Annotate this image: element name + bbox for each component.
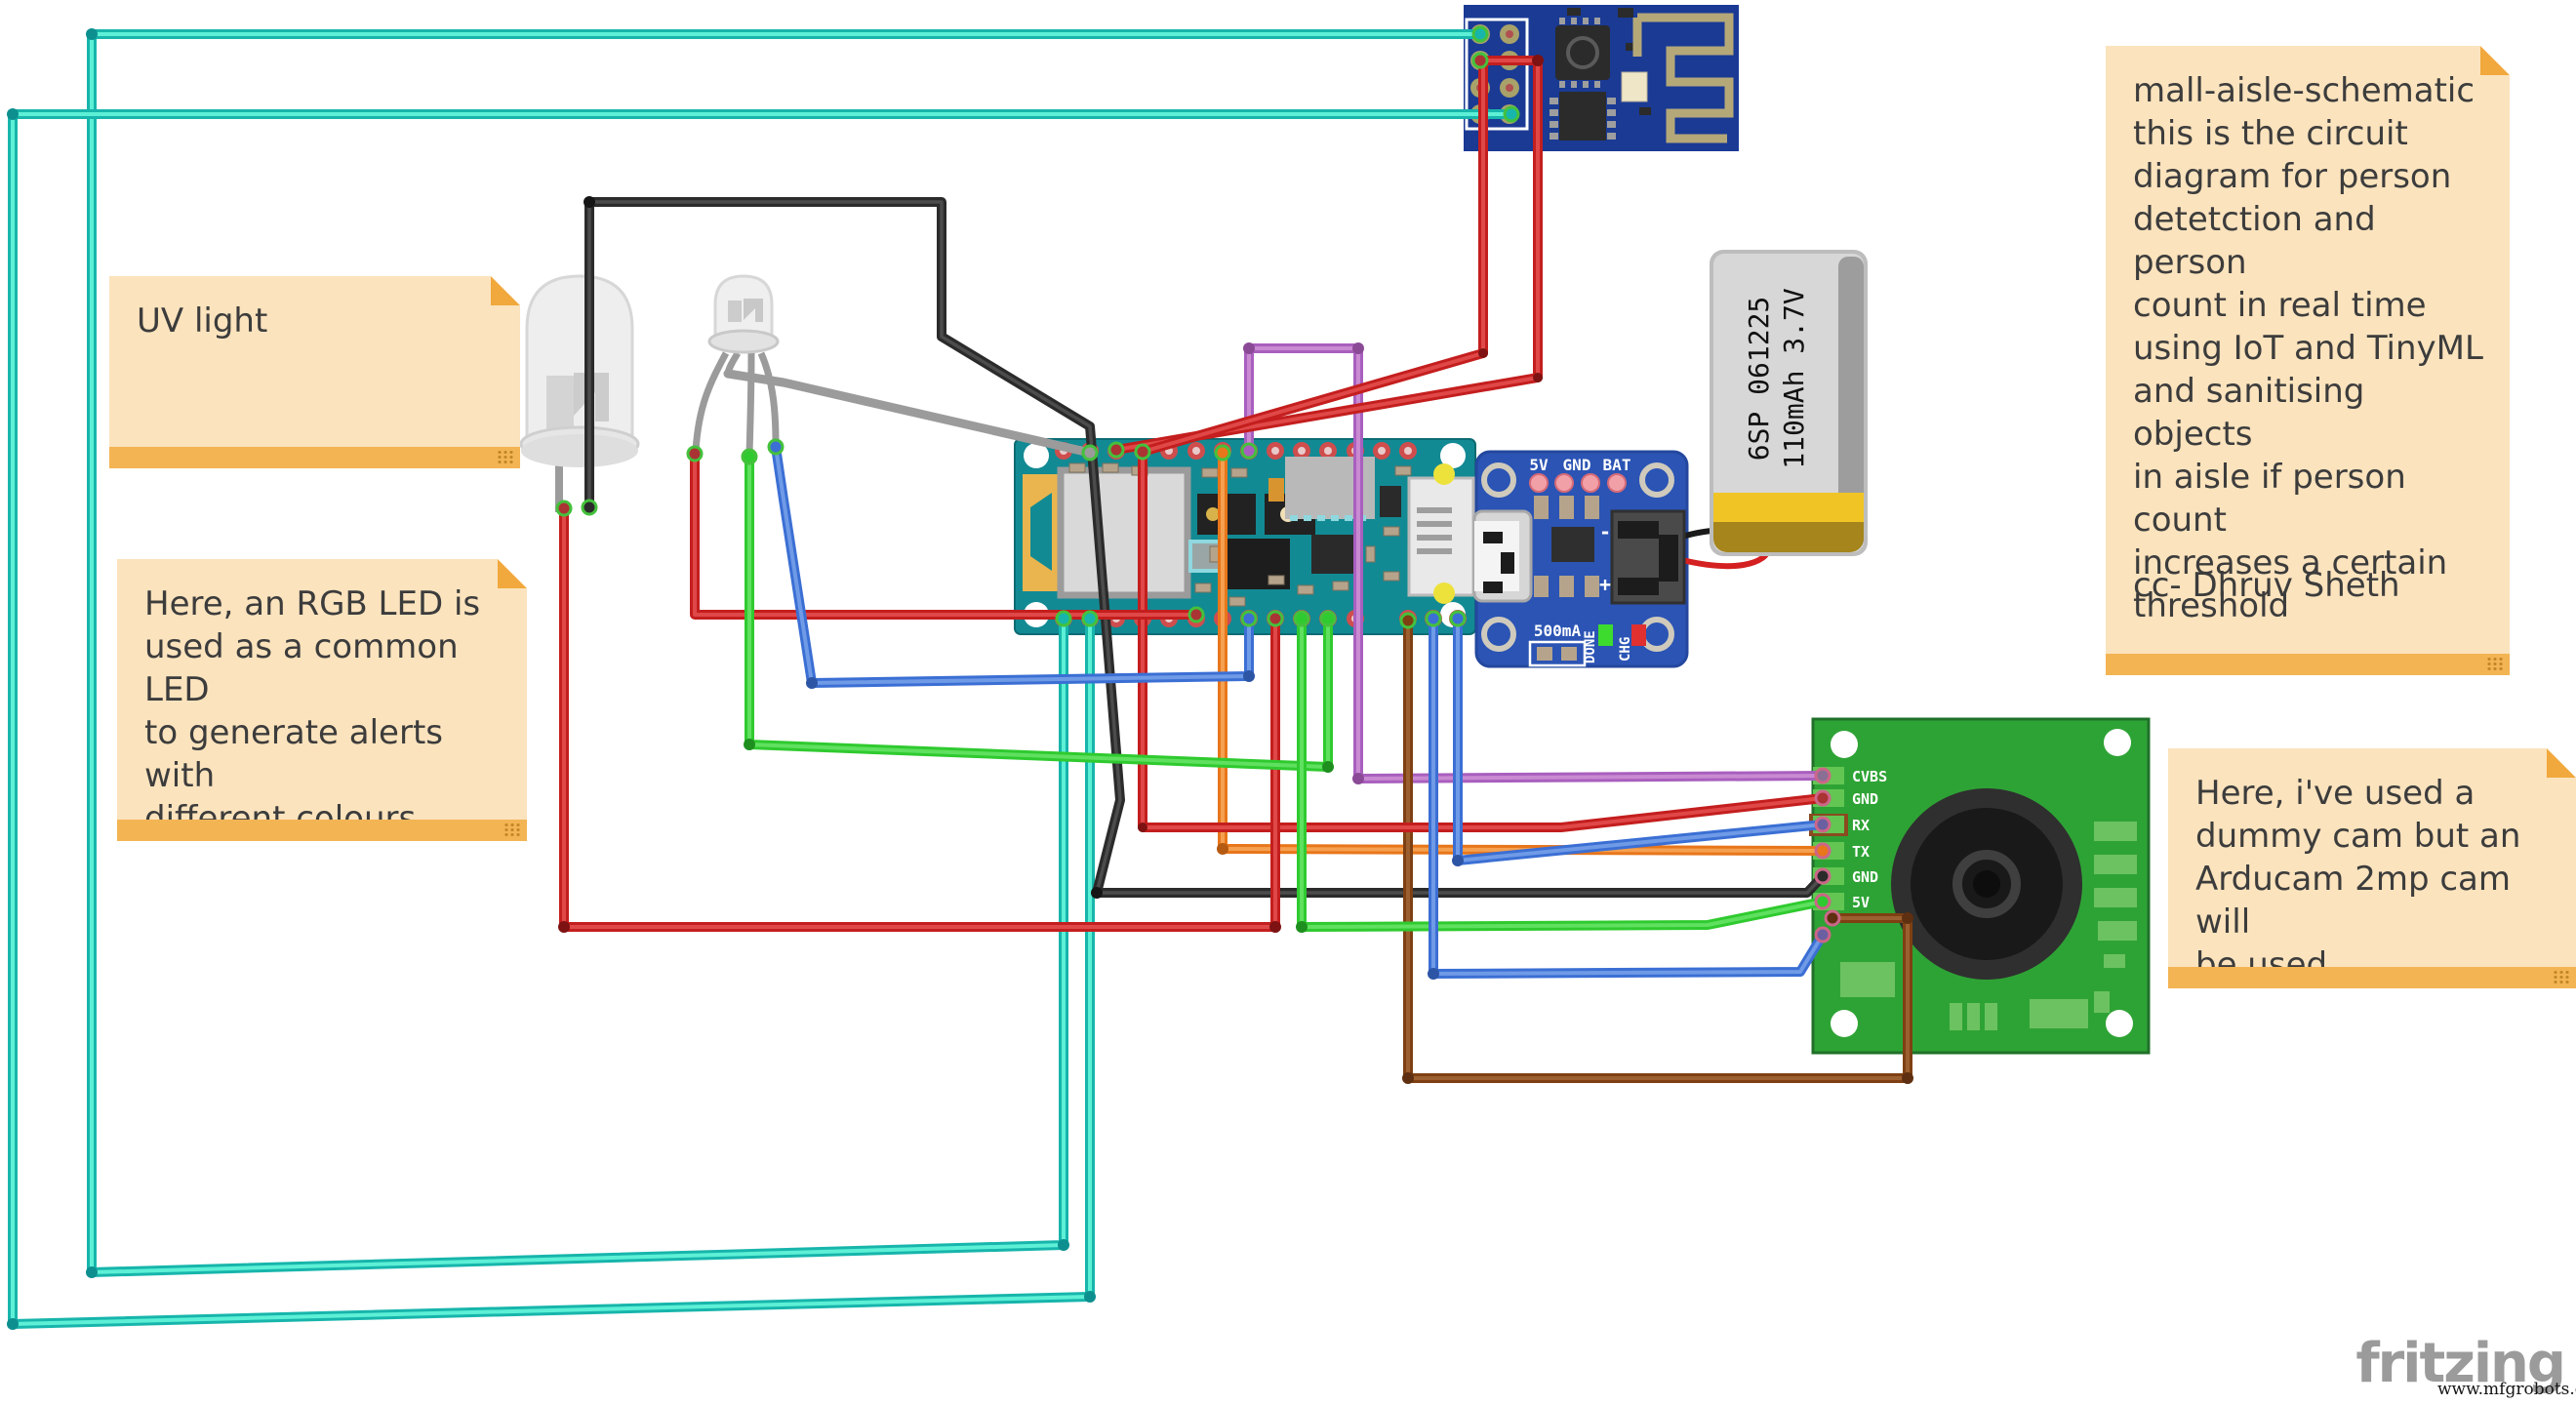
charger-ic xyxy=(1551,527,1594,562)
wire-red-uv[interactable] xyxy=(559,503,1280,932)
charger-current-label: 500mA xyxy=(1534,622,1582,640)
uv-led-anvil xyxy=(546,376,574,432)
charger-label-5v: 5V xyxy=(1529,456,1549,474)
uv-led-bulb xyxy=(525,274,634,443)
charger-label-bat: BAT xyxy=(1603,456,1631,474)
jst-detail xyxy=(1618,521,1678,595)
note-bar[interactable] xyxy=(117,820,527,841)
arduino-nano33-ble[interactable] xyxy=(1014,438,1476,635)
note-rgb-text: Here, an RGB LED is used as a common LED… xyxy=(144,584,481,838)
wire-joints xyxy=(7,28,1913,1330)
charger-holes xyxy=(1481,462,1674,652)
lens-aperture xyxy=(1973,870,2000,898)
wire-green-camera-5v[interactable] xyxy=(1297,614,1828,932)
note-resize-grip[interactable] xyxy=(497,450,514,464)
uv-led-flange2 xyxy=(521,434,638,467)
note-bar[interactable] xyxy=(109,447,520,468)
charger-jumper xyxy=(1528,640,1587,667)
esp8266-flash-chip xyxy=(1559,92,1606,140)
note-bar[interactable] xyxy=(2106,654,2510,675)
uv-led-post xyxy=(574,373,609,422)
camera-pin-gnd1: GND xyxy=(1852,790,1878,808)
ic-6 xyxy=(1380,486,1401,517)
note-camera[interactable]: Here, i've used a dummy cam but an Arduc… xyxy=(2168,748,2576,988)
charger-chg-label: CHG xyxy=(1618,637,1633,662)
note-uv-text: UV light xyxy=(137,301,268,341)
camera-pin-tx: TX xyxy=(1852,843,1870,861)
wire-endcaps xyxy=(555,25,1520,629)
rgb-led[interactable] xyxy=(692,274,780,455)
jst-plus: + xyxy=(1599,573,1611,596)
camera-pin-5v: 5V xyxy=(1852,894,1870,911)
camera-smd-pads xyxy=(1840,822,2137,1030)
wire-gray-common[interactable] xyxy=(723,369,1095,458)
wire-blue-camera-low[interactable] xyxy=(1429,614,1828,979)
battery-side xyxy=(1838,257,1864,549)
edge-connector-arrow xyxy=(1030,493,1052,571)
wire-red-esp-1[interactable] xyxy=(1111,56,1543,455)
camera-pin-rx: RX xyxy=(1852,817,1870,834)
battery-bottom xyxy=(1713,522,1864,552)
usb-detail xyxy=(1417,507,1452,554)
esp8266-module[interactable] xyxy=(1464,5,1739,151)
chg-led xyxy=(1631,624,1646,646)
rf-shield xyxy=(1057,466,1191,599)
capacitor xyxy=(1268,478,1284,502)
jst-minus: - xyxy=(1599,520,1611,543)
watermark-text: www.mfgrobots.com xyxy=(2437,1380,2576,1399)
camera-endcaps xyxy=(1814,767,1841,943)
lipo-battery[interactable]: 6SP 061225 110mAh 3.7V xyxy=(1710,250,1868,556)
charger-done-label: DONE xyxy=(1583,630,1598,663)
camera-pin-cvbs: CVBS xyxy=(1852,768,1887,785)
wire-green-rgb[interactable] xyxy=(745,452,1333,772)
flash-pins xyxy=(1550,98,1616,140)
camera-module[interactable]: CVBS GND RX TX GND 5V xyxy=(1809,717,2151,1055)
battery-text-line2: 110mAh 3.7V xyxy=(1778,288,1810,469)
camera-pin-gnd2: GND xyxy=(1852,868,1878,886)
charger-passives xyxy=(1534,496,1599,597)
battery-text-line1: 6SP 061225 xyxy=(1743,297,1775,462)
esp8266-header-outline xyxy=(1465,18,1529,131)
wire-red-camera-gnd[interactable] xyxy=(1138,447,1828,832)
charger-label-gnd: GND xyxy=(1563,456,1591,474)
rgb-led-flange xyxy=(707,329,780,354)
note-resize-grip[interactable] xyxy=(2553,970,2570,984)
note-cam-text: Here, i've used a dummy cam but an Arduc… xyxy=(2195,774,2521,984)
chip-swirl xyxy=(1566,36,1599,69)
builtin-led xyxy=(1433,582,1455,604)
charger-pins xyxy=(1529,473,1627,493)
uv-led[interactable] xyxy=(519,274,640,512)
fritzing-logo: fritzing xyxy=(2355,1332,2566,1395)
power-led xyxy=(1433,463,1455,485)
esp8266-small-parts xyxy=(1567,8,1651,115)
ic-5 xyxy=(1311,535,1354,574)
done-led xyxy=(1598,624,1613,646)
chip-pins xyxy=(1559,18,1600,88)
battery-body xyxy=(1713,254,1864,552)
note-schematic-credit: cc- Dhruv Sheth xyxy=(2133,566,2400,605)
note-rgb-led[interactable]: Here, an RGB LED is used as a common LED… xyxy=(117,559,527,841)
note-bar[interactable] xyxy=(2168,967,2576,988)
battery-gold-band xyxy=(1713,493,1864,522)
esp8266-crystal xyxy=(1621,71,1648,102)
wire-red-rgb[interactable] xyxy=(690,449,1201,620)
pcb-antenna xyxy=(1632,13,1734,143)
note-resize-grip[interactable] xyxy=(2486,657,2504,671)
note-uv-light[interactable]: UV light xyxy=(109,276,520,468)
micro-usb-slots xyxy=(1483,532,1514,593)
note-schematic-description[interactable]: mall-aisle-schematic this is the circuit… xyxy=(2106,46,2510,675)
lens-ring xyxy=(1952,850,2021,918)
esp8266-soc-chip xyxy=(1555,25,1610,80)
note-schematic-text: mall-aisle-schematic this is the circuit… xyxy=(2133,71,2483,625)
note-resize-grip[interactable] xyxy=(503,823,521,837)
wire-black-gnd[interactable] xyxy=(584,197,1828,898)
rgb-led-legs xyxy=(692,351,780,455)
